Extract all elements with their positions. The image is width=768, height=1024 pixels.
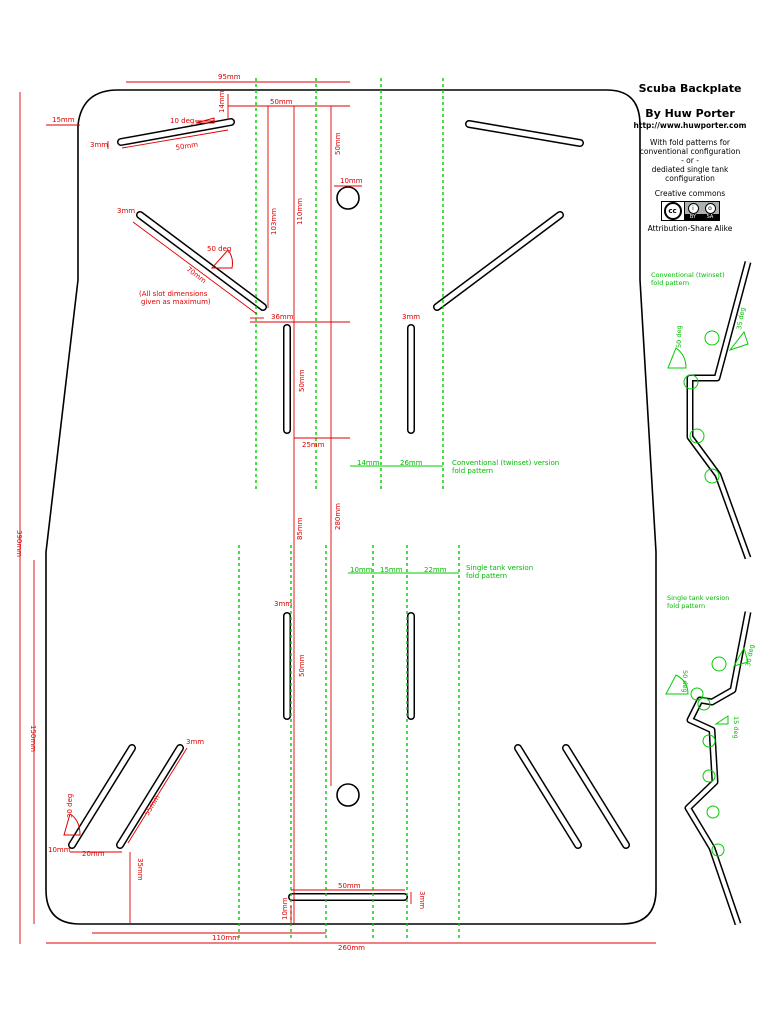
single-label-2: fold pattern [466, 572, 507, 580]
slot-diag-left [136, 211, 267, 311]
dim-hole-dia-top: 10mm [340, 177, 363, 185]
fold-dimension-lines [348, 465, 459, 574]
dim-vertical-103: 103mm [270, 208, 278, 235]
hole-bottom [336, 783, 360, 807]
dim-lower-height: 150mm [29, 725, 37, 752]
profile-twinset: Conventional (twinset) fold pattern 50 d… [651, 261, 752, 560]
dim-slot-width-d: 3mm [274, 600, 292, 608]
slots [68, 118, 630, 901]
dim-slot-len-50v2: 50mm [298, 654, 306, 677]
angle-wedge-10 [195, 117, 215, 124]
slot-bottom-left-1 [68, 744, 136, 849]
angle-wedge-30 [63, 813, 81, 836]
license-name: Attribution-Share Alike [647, 224, 733, 233]
dim-offset-20: 20mm [82, 850, 105, 858]
slot-top-left [117, 118, 235, 146]
twin-profile-title-2: fold pattern [651, 279, 689, 287]
single-profile-title-1: Single tank version [667, 594, 729, 602]
dim-bottom-width-110: 110mm [212, 934, 239, 942]
dim-slot-width-b: 3mm [117, 207, 135, 215]
dim-vertical-a: 50mm [334, 132, 342, 155]
dim-top-gap: 50mm [270, 98, 293, 106]
twin-angle-right: 35 deg [735, 307, 747, 331]
dim-vertical-35: 35mm [136, 858, 144, 881]
single-angle-top: 30 deg [744, 644, 756, 668]
dim-slot-offset-y: 14mm [218, 90, 226, 113]
slot-bottom-left-2 [116, 744, 184, 849]
twin-gap-a: 14mm [357, 459, 380, 467]
fold-lines [238, 78, 460, 940]
dim-slot-len-50v: 50mm [298, 369, 306, 392]
dim-top-width: 95mm [218, 73, 241, 81]
slot-bottom-right-1 [514, 744, 582, 849]
dim-total-height: 390mm [15, 530, 23, 557]
twin-label-1: Conventional (twinset) version [452, 459, 559, 467]
twin-label-2: fold pattern [452, 467, 493, 475]
single-angle-right: 15 deg [732, 716, 740, 739]
single-gap-c: 22mm [424, 566, 447, 574]
single-profile-title-2: fold pattern [667, 602, 705, 610]
dim-bottom-offset: 10mm [281, 897, 289, 920]
note-line-1: (All slot dimensions [139, 290, 208, 298]
dim-slot-width-a: 3mm [90, 141, 108, 149]
single-gap-b: 15mm [380, 566, 403, 574]
twin-profile-title-1: Conventional (twinset) [651, 271, 725, 279]
twin-gap-b: 26mm [400, 459, 423, 467]
note-line-2: given as maximum) [141, 298, 211, 306]
author: By Huw Porter [645, 107, 735, 120]
dimension-lines [19, 81, 656, 944]
dim-offset-10: 10mm [48, 846, 71, 854]
author-url[interactable]: http://www.huwporter.com [633, 121, 747, 130]
dim-angle-50: 50 deg [207, 245, 231, 253]
single-angle-left: 50 deg [681, 670, 689, 693]
dim-total-width: 260mm [338, 944, 365, 952]
description: With fold patterns for conventional conf… [639, 138, 741, 183]
fold-labels: 14mm 26mm Conventional (twinset) version… [350, 459, 559, 580]
dim-vertical-85: 85mm [296, 517, 304, 540]
slot-bottom-right-2 [562, 744, 630, 849]
dim-bottom-slot-width: 3mm [418, 891, 426, 909]
dim-bottom-slot-len: 50mm [338, 882, 361, 890]
dim-slot-angle: 10 deg [170, 117, 194, 125]
dim-slot-width-c: 3mm [402, 313, 420, 321]
profile-single-tank: Single tank version fold pattern 30 deg … [665, 594, 756, 926]
diagram-title: Scuba Backplate [638, 82, 742, 95]
hole-top [336, 186, 360, 210]
single-gap-a: 10mm [350, 566, 373, 574]
twin-angle-left: 50 deg [675, 325, 683, 348]
dim-angle-30: 30 deg [66, 794, 74, 818]
slot-diag-right [433, 211, 564, 311]
cc-logo-icon: cc [661, 202, 685, 220]
dimension-labels: 95mm 14mm 10 deg 15mm 50mm 3mm 50mm 50mm… [15, 73, 426, 952]
dim-left-margin: 15mm [52, 116, 75, 124]
dim-slot-width-e: 3mm [186, 738, 204, 746]
title-panel: Scuba Backplate By Huw Porter http://www… [624, 82, 756, 233]
dim-offset-25: 25mm [302, 441, 325, 449]
dim-offset-36: 36mm [271, 313, 294, 321]
dim-vertical-280: 280mm [334, 503, 342, 530]
dim-vertical-110: 110mm [296, 198, 304, 225]
cc-heading: Creative commons [654, 189, 726, 198]
dim-slot-length-a: 50mm [175, 141, 199, 152]
angle-wedge-50 [210, 249, 233, 269]
plate-outline [45, 89, 657, 925]
slot-top-right [465, 120, 584, 147]
single-label-1: Single tank version [466, 564, 533, 572]
